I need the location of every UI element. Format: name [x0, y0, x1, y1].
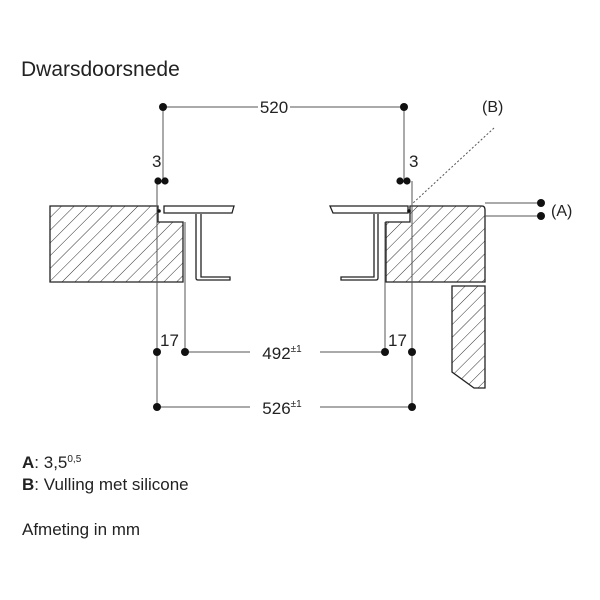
diagram-title: Dwarsdoorsnede — [21, 58, 180, 81]
callout-a: (A) — [551, 203, 572, 220]
legend-a-tolerance: 0,5 — [67, 454, 82, 465]
legend-a: A: 3,50,5 — [22, 453, 82, 472]
legend-b-key: B — [22, 475, 35, 494]
legend-b-value: Vulling met silicone — [43, 475, 189, 494]
cabinet-panel — [451, 285, 486, 389]
dim-gap-left: 3 — [152, 152, 161, 171]
dim-cutout: 492±1 — [262, 344, 302, 363]
dim-gap-right: 3 — [409, 152, 418, 171]
legend-a-value: 3,5 — [43, 453, 68, 472]
dim-top-width: 520 — [260, 98, 288, 117]
dimension-lines — [156, 106, 541, 408]
units-note: Afmeting in mm — [22, 520, 141, 539]
dim-inner-left: 17 — [160, 331, 179, 350]
callout-b-leader — [411, 127, 495, 205]
legend-b: B: Vulling met silicone — [22, 475, 189, 494]
dim-outer: 526±1 — [262, 399, 302, 418]
legend-a-key: A — [22, 453, 35, 472]
worktop-left — [49, 205, 184, 283]
callout-b: (B) — [482, 99, 503, 116]
hob-left-profile — [163, 205, 235, 281]
dimension-dots — [153, 103, 545, 411]
dim-inner-right: 17 — [388, 331, 407, 350]
worktop-right — [385, 205, 486, 283]
hob-right-profile — [329, 205, 409, 281]
